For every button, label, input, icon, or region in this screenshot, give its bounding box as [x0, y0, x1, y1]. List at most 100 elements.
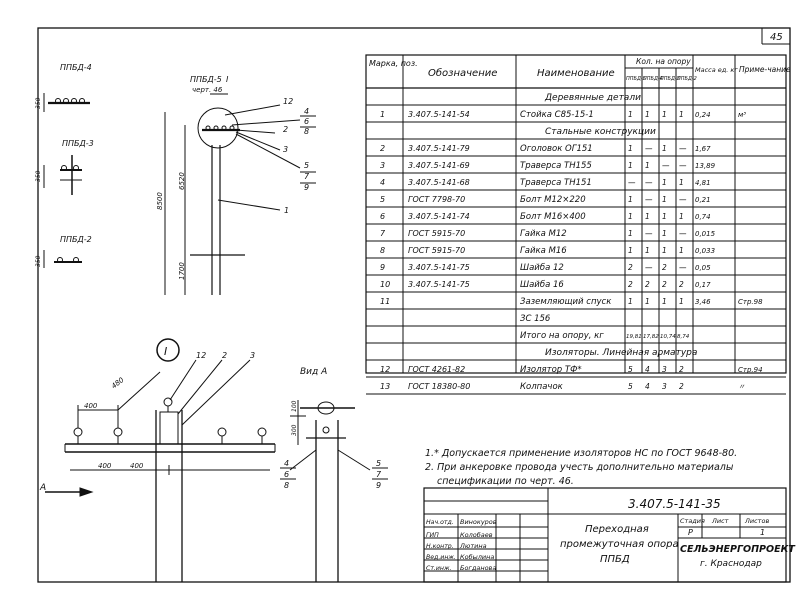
steel-row-6-qty-2: —	[645, 229, 653, 238]
steel-row-5-name: Болт М16×400	[520, 212, 586, 222]
insulator-row-1-code: ГОСТ 4261-82	[408, 365, 465, 374]
title-block	[423, 487, 787, 583]
total-qty-2: 17,82	[643, 334, 659, 340]
wood-row-1-pos: 1	[380, 110, 385, 119]
insulator-row-2-qty-1: 5	[628, 382, 633, 391]
hdr-qty-3: ППБД-3	[660, 76, 680, 82]
insulator-row-1-qty-2: 4	[645, 365, 650, 374]
steel-row-7-pos: 8	[380, 246, 385, 255]
label-ppbd3: ППБД-3	[62, 139, 94, 148]
steel-row-6-qty-3: 1	[662, 229, 667, 238]
steel-row-8-qty-4: —	[679, 263, 687, 272]
insulator-row-2-note: 〃	[738, 383, 745, 391]
sheet-frame	[37, 27, 791, 583]
hdr-mark: Марка, поз.	[369, 59, 418, 68]
insulator-row-2-qty-2: 4	[645, 382, 650, 391]
steel-row-3-qty-1: —	[628, 178, 636, 187]
pos-9-b: 9	[376, 481, 381, 490]
dim-350-a: 350	[35, 97, 42, 109]
sheet-label: Лист	[711, 517, 729, 525]
pos-6-a: 6	[304, 117, 309, 126]
steel-row-6-code: ГОСТ 5915-70	[408, 229, 465, 238]
steel-row-1-name: Оголовок ОГ151	[520, 144, 593, 154]
dim-1700: 1700	[178, 262, 186, 280]
spec-table	[365, 54, 787, 374]
steel-row-10-qty-1: 1	[628, 297, 633, 306]
steel-row-3-qty-2: —	[645, 178, 653, 187]
steel-row-10-note: Стр.98	[738, 298, 763, 306]
steel-row-3-pos: 4	[380, 178, 385, 187]
steel-row-4-mass: 0,21	[695, 196, 711, 204]
signature-role-3: Н.контр.	[426, 543, 454, 550]
signature-name-4: Кобылина	[460, 553, 494, 561]
steel-row-5-qty-2: 1	[645, 212, 650, 221]
steel-row-2-name: Траверса ТН155	[520, 161, 592, 171]
dim-6520: 6520	[178, 172, 186, 190]
total-label: Итого на опору, кг	[520, 331, 604, 341]
view-ppbd4	[43, 93, 90, 112]
steel-row-8-mass: 0,05	[695, 264, 711, 272]
steel-row-8-code: 3.407.5-141-75	[408, 263, 470, 272]
steel-row-8-qty-1: 2	[628, 263, 633, 272]
hdr-note: Приме-чание	[739, 65, 791, 74]
signature-role-1: Нач.отд.	[426, 519, 454, 526]
insulator-row-1-qty-4: 2	[679, 365, 684, 374]
signature-name-1: Винокуров	[460, 518, 497, 526]
steel-row-9-mass: 0,17	[695, 281, 711, 289]
steel-row-10-pos: 11	[380, 297, 390, 306]
steel-row-10-name: Заземляющий спуск	[520, 297, 612, 307]
label-ppbd5: ППБД-5	[190, 75, 222, 84]
steel-row-1-qty-1: 1	[628, 144, 633, 153]
insulator-row-1-qty-3: 3	[662, 365, 667, 374]
steel-row-2-code: 3.407.5-141-69	[408, 161, 470, 170]
wood-row-1-qty-1: 1	[628, 110, 633, 119]
steel-row-2-mass: 13,89	[695, 162, 716, 170]
steel-row-3-qty-4: 1	[679, 178, 684, 187]
steel-row-1-qty-2: —	[645, 144, 653, 153]
pos-9-a: 9	[304, 183, 309, 192]
steel-row-6-pos: 7	[380, 229, 386, 238]
insulator-row-1-name: Изолятор ТФ*	[520, 365, 582, 375]
steel-row-4-qty-3: 1	[662, 195, 667, 204]
steel-row-9-pos: 10	[380, 280, 390, 289]
steel-row-6-mass: 0,015	[695, 230, 716, 238]
note-2: 2. При анкеровке провода учесть дополнит…	[425, 462, 734, 473]
pos-5-a: 5	[304, 161, 309, 170]
steel-row-9-code: 3.407.5-141-75	[408, 280, 470, 289]
steel-row-2-qty-1: 1	[628, 161, 633, 170]
wood-row-1-name: Стойка С85-15-1	[520, 110, 594, 120]
steel-row-5-qty-1: 1	[628, 212, 633, 221]
steel-row-2-qty-3: —	[662, 161, 670, 170]
steel-row-4-code: ГОСТ 7798-70	[408, 195, 465, 204]
wood-row-1-note: м³	[738, 111, 746, 119]
steel-row-1-mass: 1,67	[695, 145, 711, 153]
pos-2-b: 2	[222, 351, 227, 360]
steel-row-6-name: Гайка М12	[520, 229, 567, 239]
steel-row-4-qty-1: 1	[628, 195, 633, 204]
steel-row-9-qty-3: 2	[662, 280, 667, 289]
steel-row-4-pos: 5	[380, 195, 385, 204]
pos-4-b: 4	[284, 459, 289, 468]
label-mark-i-top: I	[226, 75, 229, 84]
pos-3-b: 3	[250, 351, 255, 360]
steel-row-2-qty-2: 1	[645, 161, 650, 170]
pos-6-b: 6	[284, 470, 289, 479]
hdr-designation: Обозначение	[428, 67, 497, 79]
hdr-qty-1: ППБД-5	[626, 76, 646, 82]
steel-row-6-qty-4: —	[679, 229, 687, 238]
steel-row-8-qty-2: —	[645, 263, 653, 272]
steel-row-6-qty-1: 1	[628, 229, 633, 238]
pos-3-a: 3	[283, 145, 288, 154]
steel-row-4-name: Болт М12×220	[520, 195, 586, 205]
steel-row-9-qty-4: 2	[679, 280, 684, 289]
label-vid-a: Вид А	[300, 367, 327, 377]
pos-8-a: 8	[304, 127, 309, 136]
title-line-3: ППБД	[600, 554, 630, 565]
row-zs156: ЗС 156	[520, 314, 551, 324]
steel-row-9-qty-2: 2	[645, 280, 650, 289]
hdr-mass: Масса ед. кг	[695, 66, 738, 74]
signature-name-3: Лютина	[459, 542, 487, 550]
title-line-2: промежуточная опора	[560, 539, 679, 550]
steel-row-5-qty-3: 1	[662, 212, 667, 221]
